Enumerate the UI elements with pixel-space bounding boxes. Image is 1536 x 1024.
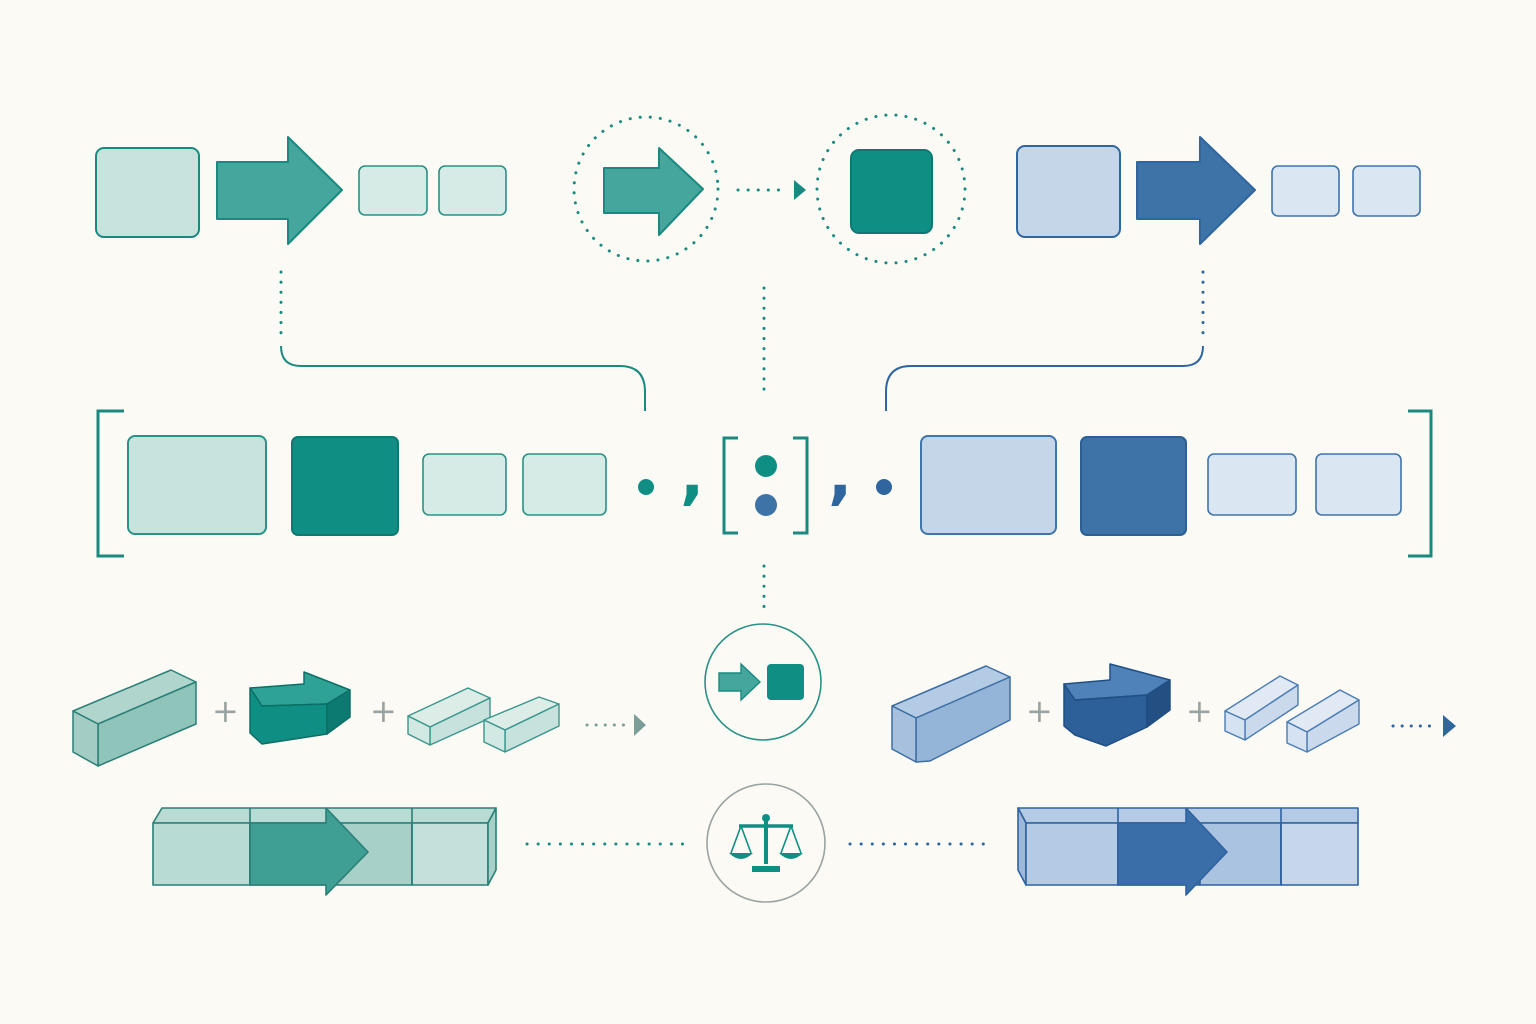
scales-icon bbox=[729, 814, 803, 872]
outer-right-bracket bbox=[1408, 409, 1433, 558]
center-column bbox=[704, 564, 826, 903]
blue-continuation-arrow-icon bbox=[1443, 715, 1456, 737]
upper-connectors bbox=[279, 270, 1205, 411]
top-left-sequence bbox=[95, 136, 507, 245]
teal-strip-cell-1 bbox=[152, 822, 251, 886]
blue-arrow-icon bbox=[1136, 136, 1256, 245]
blue-strip-cell-4 bbox=[1280, 822, 1359, 886]
teal-small-block-4 bbox=[522, 453, 607, 516]
left-3d-row: + + bbox=[72, 669, 646, 767]
teal-3d-long-block bbox=[72, 669, 197, 767]
blue-dot bbox=[876, 479, 892, 495]
teal-3d-small-block-1 bbox=[407, 687, 491, 746]
teal-3d-small-block-2 bbox=[483, 696, 560, 753]
teal-input-block bbox=[95, 147, 200, 238]
result-square-icon bbox=[850, 149, 933, 234]
compose-circle bbox=[704, 623, 822, 741]
blue-strip-side bbox=[1017, 807, 1027, 886]
blue-light-block bbox=[920, 435, 1057, 535]
plus-sign-2: + bbox=[370, 692, 397, 730]
top-right-sequence bbox=[1016, 136, 1421, 245]
teal-continuation-arrow-icon bbox=[634, 714, 646, 736]
teal-strip-side bbox=[487, 807, 497, 886]
center-left-bracket bbox=[722, 436, 738, 535]
blue-3d-small-block-2 bbox=[1286, 689, 1360, 753]
teal-small-block-1 bbox=[358, 165, 428, 216]
blue-3d-long-block bbox=[891, 665, 1011, 763]
blue-small-block-4 bbox=[1315, 453, 1402, 516]
plus-sign-4: + bbox=[1186, 692, 1213, 730]
right-comma: , bbox=[828, 439, 852, 513]
blue-strip-arrow-icon bbox=[1117, 807, 1228, 896]
blue-small-block-2 bbox=[1352, 165, 1421, 217]
compose-square-icon bbox=[767, 664, 804, 700]
teal-strip-cell-4 bbox=[411, 822, 489, 886]
teal-strip-arrow-icon bbox=[249, 807, 369, 896]
top-center-transform bbox=[572, 113, 967, 265]
plus-sign-3: + bbox=[1026, 692, 1053, 730]
compose-arrow-icon bbox=[718, 662, 762, 702]
bottom-right-strip bbox=[1017, 807, 1359, 896]
teal-3d-arrow-icon bbox=[249, 671, 351, 745]
right-bracket-connector bbox=[885, 345, 1204, 411]
right-3d-row: + + bbox=[891, 663, 1456, 763]
left-bracket-connector bbox=[280, 345, 646, 411]
circle-arrow-icon bbox=[603, 147, 704, 236]
blue-3d-arrow-icon bbox=[1063, 663, 1171, 747]
colon-bottom-dot bbox=[755, 494, 777, 516]
blue-small-block-1 bbox=[1271, 165, 1340, 217]
center-right-bracket bbox=[793, 436, 809, 535]
dotted-circle-arrow bbox=[572, 115, 720, 263]
middle-row: , , bbox=[96, 409, 1433, 558]
teal-small-block-3 bbox=[422, 453, 507, 516]
blue-small-block-3 bbox=[1207, 453, 1297, 516]
colon-top-dot bbox=[755, 455, 777, 477]
left-comma: , bbox=[680, 439, 704, 513]
teal-arrow-icon bbox=[216, 136, 343, 245]
blue-3d-small-block-1 bbox=[1224, 675, 1299, 741]
teal-small-block-2 bbox=[438, 165, 507, 216]
plus-sign-1: + bbox=[212, 692, 239, 730]
bottom-left-strip bbox=[152, 807, 497, 896]
dotted-circle-square bbox=[815, 113, 967, 265]
outer-left-bracket bbox=[96, 409, 124, 558]
blue-dark-block bbox=[1080, 436, 1187, 536]
teal-dark-block bbox=[291, 436, 399, 536]
blue-strip-cell-1 bbox=[1025, 822, 1119, 886]
blue-input-block bbox=[1016, 145, 1121, 238]
connector-arrowhead-icon bbox=[794, 180, 806, 200]
teal-light-block bbox=[127, 435, 267, 535]
teal-strip-top bbox=[152, 807, 497, 824]
teal-dot bbox=[638, 479, 654, 495]
